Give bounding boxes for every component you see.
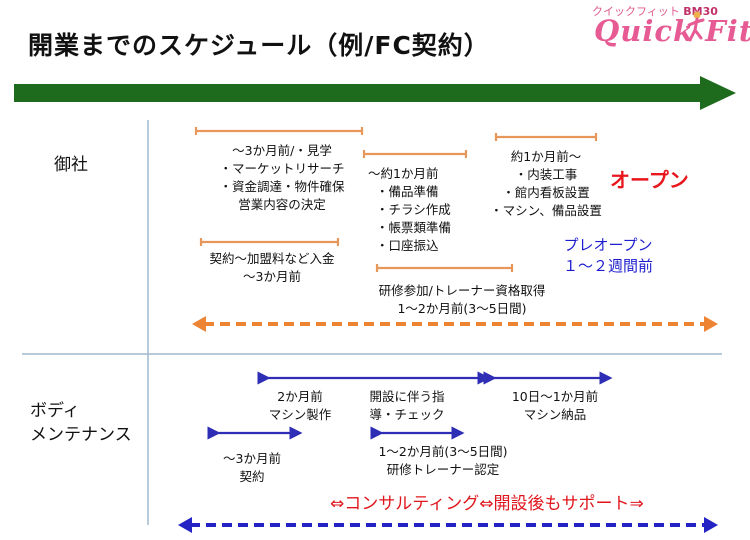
company-bar-2	[362, 150, 468, 158]
company-dashed-arrow	[192, 316, 718, 332]
company-note-preparation-line: ・備品準備	[376, 184, 439, 199]
company-bar-5	[375, 264, 514, 272]
logo-wordmark: Quick Fit	[594, 14, 750, 48]
company-note-research-line: ・資金調達・物件確保	[219, 179, 345, 194]
company-note-contract: 契約～加盟料など入金 ～3か月前	[192, 250, 352, 286]
company-note-contract-line: ～3か月前	[243, 269, 301, 284]
company-note-training: 研修参加/トレーナー資格取得 1～2か月前(3～5日間)	[362, 282, 562, 318]
consulting-support-label: ⇔コンサルティング⇔開設後もサポート⇒	[330, 494, 644, 514]
row-label-maintenance-line-1: ボディ	[30, 401, 80, 421]
maintenance-note-machine-build-line: 2か月前	[277, 389, 323, 404]
company-note-preparation-line: ・チラシ作成	[376, 202, 451, 217]
maintenance-note-delivery-line: 10日～1か月前	[511, 389, 599, 404]
company-bar-4	[199, 238, 340, 246]
company-note-contract-line: 契約～加盟料など入金	[209, 251, 335, 266]
company-note-research-line: 営業内容の決定	[238, 197, 326, 212]
maintenance-dashed-arrow	[178, 517, 718, 533]
maintenance-note-contract-line: ～3か月前	[223, 451, 281, 466]
maintenance-note-machine-build: 2か月前 マシン製作	[262, 388, 338, 424]
company-note-construction-line: ・内装工事	[514, 167, 578, 182]
logo-kana: クイックフィット BM30	[592, 3, 718, 19]
maintenance-note-guidance-line: 開設に伴う指	[369, 389, 445, 404]
row-label-maintenance: ボディ メンテナンス	[30, 399, 132, 447]
logo-badge: BM30	[683, 5, 718, 18]
company-bars	[194, 127, 598, 272]
company-note-construction-line: 約1か月前～	[510, 149, 582, 164]
company-note-training-line: 1～2か月前(3～5日間)	[397, 301, 527, 316]
maintenance-note-delivery: 10日～1か月前 マシン納品	[500, 388, 610, 424]
company-note-construction-line: ・館内看板設置	[502, 185, 590, 200]
row-label-company: 御社	[54, 155, 88, 175]
company-bar-1	[194, 127, 364, 135]
main-timeline-arrow	[14, 76, 736, 110]
maintenance-note-machine-build-line: マシン製作	[268, 407, 332, 422]
pre-open-line: １～２週間前	[562, 257, 653, 275]
maintenance-bars	[207, 371, 613, 440]
company-note-research: ～3か月前/・見学 ・マーケットリサーチ ・資金調達・物件確保 営業内容の決定	[208, 142, 356, 214]
row-label-maintenance-line-2: メンテナンス	[30, 425, 132, 445]
company-note-preparation-line: ～約1か月前	[368, 166, 439, 181]
maintenance-note-guidance-line: 導・チェック	[369, 407, 445, 422]
running-figure-icon	[687, 11, 705, 42]
company-note-construction: 約1か月前～ ・内装工事 ・館内看板設置 ・マシン、備品設置	[478, 148, 614, 220]
company-note-preparation: ～約1か月前 ・備品準備 ・チラシ作成 ・帳票類準備 ・口座振込	[368, 165, 451, 255]
open-label: オープン	[610, 168, 689, 192]
maintenance-note-guidance: 開設に伴う指 導・チェック	[362, 388, 452, 424]
maintenance-note-contract: ～3か月前 契約	[212, 450, 292, 486]
logo-kana-text: クイックフィット	[592, 5, 680, 18]
company-note-preparation-line: ・口座振込	[376, 238, 439, 253]
maintenance-note-delivery-line: マシン納品	[523, 407, 587, 422]
maintenance-note-certification-line: 研修トレーナー認定	[386, 462, 500, 477]
maintenance-note-certification: 1～2か月前(3～5日間) 研修トレーナー認定	[358, 443, 528, 479]
company-note-research-line: ～3か月前/・見学	[232, 143, 332, 158]
page-title: 開業までのスケジュール（例/FC契約）	[28, 31, 490, 60]
company-note-construction-line: ・マシン、備品設置	[490, 203, 602, 218]
company-bar-3	[494, 133, 598, 141]
company-note-training-line: 研修参加/トレーナー資格取得	[378, 283, 546, 298]
maintenance-note-certification-line: 1～2か月前(3～5日間)	[378, 444, 508, 459]
maintenance-note-contract-line: 契約	[239, 469, 265, 484]
pre-open-label: プレオープン １～２週間前	[552, 235, 664, 277]
company-note-research-line: ・マーケットリサーチ	[219, 161, 345, 176]
pre-open-line: プレオープン	[563, 236, 653, 254]
company-note-preparation-line: ・帳票類準備	[376, 220, 452, 235]
